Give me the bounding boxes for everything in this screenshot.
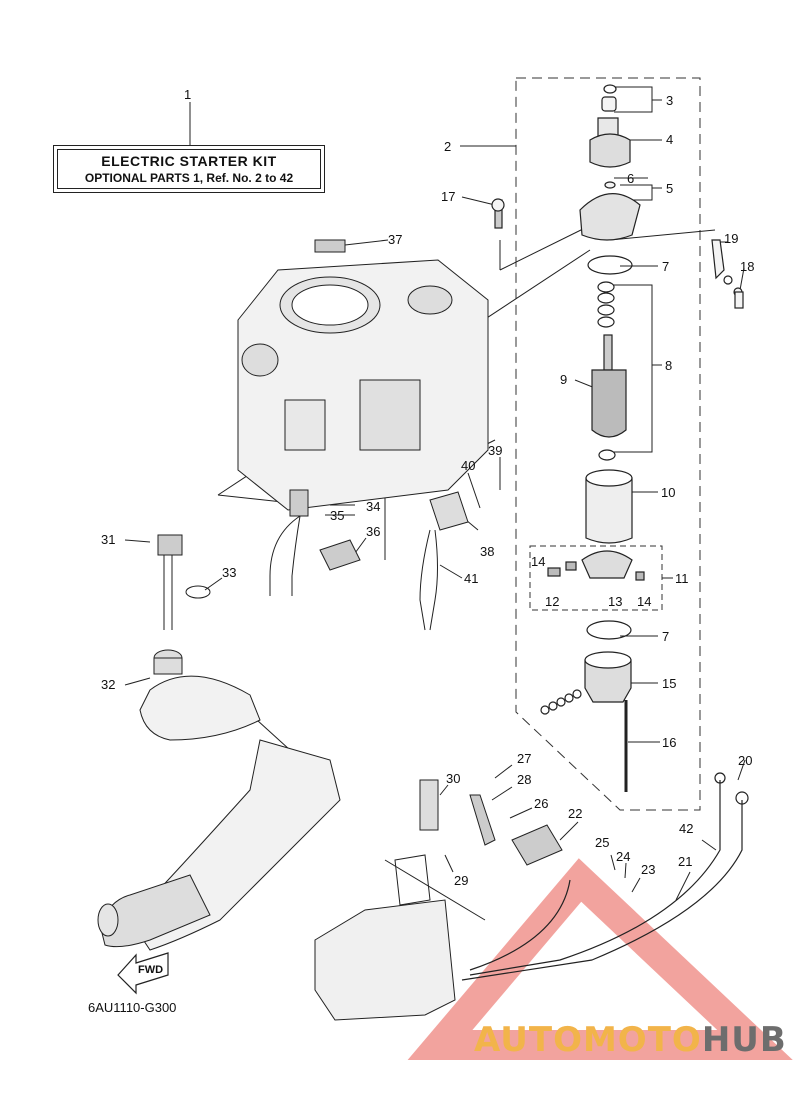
callout-39: 39 — [488, 443, 502, 458]
callout-19: 19 — [724, 231, 738, 246]
callout-6: 6 — [627, 171, 634, 186]
starter-kit-label-inner: ELECTRIC STARTER KIT OPTIONAL PARTS 1, R… — [57, 149, 321, 189]
callout-16: 16 — [662, 735, 676, 750]
callout-24: 24 — [616, 849, 630, 864]
callout-1: 1 — [184, 87, 191, 102]
callout-17: 17 — [441, 189, 455, 204]
callout-28: 28 — [517, 772, 531, 787]
callout-34: 34 — [366, 499, 380, 514]
callout-4: 4 — [666, 132, 673, 147]
callout-42: 42 — [679, 821, 693, 836]
callout-21: 21 — [678, 854, 692, 869]
callout-11: 11 — [675, 571, 689, 586]
callout-9: 9 — [560, 372, 567, 387]
callout-14b: 14 — [637, 594, 651, 609]
callout-2: 2 — [444, 139, 451, 154]
callout-20: 20 — [738, 753, 752, 768]
engine-block — [237, 239, 489, 511]
callout-32: 32 — [101, 677, 115, 692]
callout-37: 37 — [388, 232, 402, 247]
callout-5: 5 — [666, 181, 673, 196]
callout-7: 7 — [662, 259, 669, 274]
fwd-arrow: FWD — [117, 952, 169, 995]
kit-boundary — [515, 77, 701, 811]
callout-41: 41 — [464, 571, 478, 586]
callout-7b: 7 — [662, 629, 669, 644]
callout-18: 18 — [740, 259, 754, 274]
battery-cables — [461, 772, 749, 981]
watermark-part1: AUTOMOTO — [474, 1020, 702, 1060]
callout-30: 30 — [446, 771, 460, 786]
callout-31: 31 — [101, 532, 115, 547]
callout-33: 33 — [222, 565, 236, 580]
callout-36: 36 — [366, 524, 380, 539]
callout-13: 13 — [608, 594, 622, 609]
watermark-part2: HUB — [701, 1020, 787, 1060]
callout-25: 25 — [595, 835, 609, 850]
diagram-code: 6AU1110-G300 — [88, 1000, 177, 1015]
callout-numbers: 1 2 3 4 5 6 7 8 9 10 11 12 13 14 14 7 15… — [101, 87, 754, 888]
starter-parts — [491, 84, 744, 792]
callout-22: 22 — [568, 806, 582, 821]
tiller-handle — [97, 675, 341, 951]
callout-38: 38 — [480, 544, 494, 559]
callout-3: 3 — [666, 93, 673, 108]
kit-title: ELECTRIC STARTER KIT — [101, 153, 277, 169]
watermark-triangle — [407, 858, 793, 1060]
lower-cowling — [314, 779, 563, 1021]
fwd-label: FWD — [138, 964, 163, 976]
kit-subtitle: OPTIONAL PARTS 1, Ref. No. 2 to 42 — [84, 171, 294, 185]
wiring-parts — [153, 489, 469, 675]
watermark-text: AUTOMOTOHUB — [474, 1020, 787, 1060]
callout-27: 27 — [517, 751, 531, 766]
callout-29: 29 — [454, 873, 468, 888]
callout-12: 12 — [545, 594, 559, 609]
callout-23: 23 — [641, 862, 655, 877]
callout-15: 15 — [662, 676, 676, 691]
callout-40: 40 — [461, 458, 475, 473]
starter-kit-label: ELECTRIC STARTER KIT OPTIONAL PARTS 1, R… — [53, 145, 325, 193]
callout-10: 10 — [661, 485, 675, 500]
callout-8: 8 — [665, 358, 672, 373]
callout-35: 35 — [330, 508, 344, 523]
callout-26: 26 — [534, 796, 548, 811]
callout-14: 14 — [531, 554, 545, 569]
